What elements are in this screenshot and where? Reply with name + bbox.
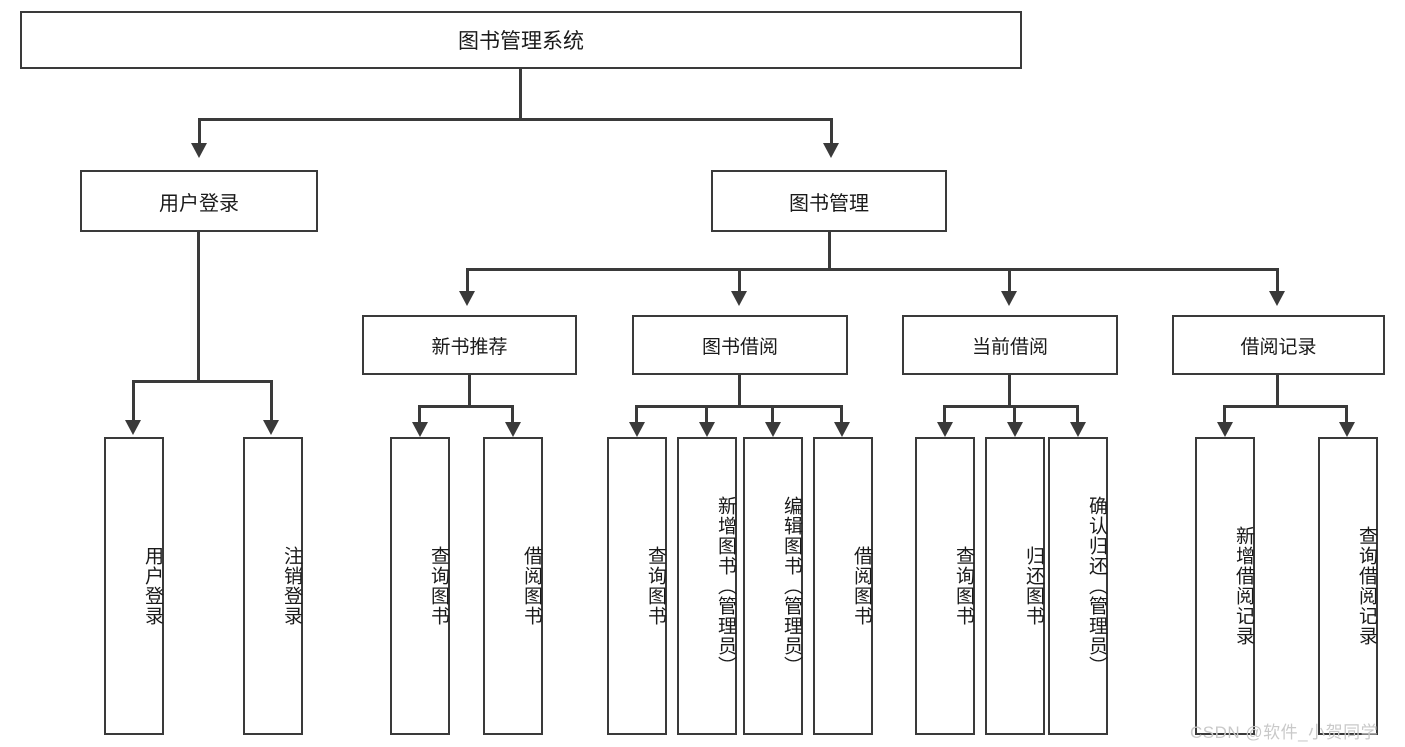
node-label: 新书推荐	[431, 336, 508, 358]
edge-userlogin-down	[197, 232, 200, 382]
node-user-login[interactable]: 用户登录	[80, 170, 318, 232]
node-book-borrow[interactable]: 图书借阅	[632, 315, 848, 375]
node-label: 借阅记录	[1240, 336, 1317, 358]
arrowhead-user-login	[191, 143, 207, 158]
node-book-management[interactable]: 图书管理	[711, 170, 947, 232]
edge-borrowrecord-child-2	[1345, 405, 1348, 425]
node-label: 图书借阅	[701, 336, 778, 358]
arrowhead-currentborrow-child-2	[1007, 422, 1023, 437]
node-borrow-record[interactable]: 借阅记录	[1172, 315, 1385, 375]
arrowhead-newbook-child-1	[412, 422, 428, 437]
leaf-user-login[interactable]: 用户登录	[104, 437, 164, 735]
edge-to-borrow-record	[1276, 268, 1279, 293]
edge-root-bus	[198, 118, 833, 121]
arrowhead-borrowrecord-child-1	[1217, 422, 1233, 437]
edge-bookborrow-bus	[635, 405, 843, 408]
node-current-borrow[interactable]: 当前借阅	[902, 315, 1118, 375]
edge-bookborrow-down	[738, 375, 741, 407]
arrowhead-book-manage	[823, 143, 839, 158]
edge-userlogin-child-1	[132, 380, 135, 422]
leaf-label: 借阅图书	[851, 546, 872, 626]
leaf-query-book-borrow[interactable]: 查询图书	[607, 437, 667, 735]
edge-currentborrow-child-2	[1013, 405, 1016, 425]
leaf-add-book-admin[interactable]: 新增图书（管理员）	[677, 437, 737, 735]
leaf-logout-login[interactable]: 注销登录	[243, 437, 303, 735]
edge-newbook-child-1	[418, 405, 421, 425]
edge-to-new-book	[466, 268, 469, 293]
leaf-label: 查询借阅记录	[1356, 526, 1377, 646]
edge-bookborrow-child-3	[771, 405, 774, 425]
arrowhead-bookborrow-child-4	[834, 422, 850, 437]
node-label: 图书管理	[789, 192, 869, 215]
arrowhead-new-book	[459, 291, 475, 306]
leaf-label: 查询图书	[428, 546, 449, 626]
arrowhead-userlogin-child-2	[263, 420, 279, 435]
edge-to-book-borrow	[738, 268, 741, 293]
leaf-add-borrow-record[interactable]: 新增借阅记录	[1195, 437, 1255, 735]
leaf-query-book-recommend[interactable]: 查询图书	[390, 437, 450, 735]
edge-currentborrow-child-3	[1076, 405, 1079, 425]
leaf-label: 借阅图书	[521, 546, 542, 626]
edge-to-book-manage	[830, 118, 833, 145]
leaf-label: 注销登录	[281, 546, 302, 626]
edge-newbook-down	[468, 375, 471, 407]
edge-userlogin-child-2	[270, 380, 273, 422]
leaf-label: 确认归还（管理员）	[1086, 496, 1107, 676]
edge-newbook-child-2	[511, 405, 514, 425]
arrowhead-borrowrecord-child-2	[1339, 422, 1355, 437]
arrowhead-borrow-record	[1269, 291, 1285, 306]
arrowhead-newbook-child-2	[505, 422, 521, 437]
edge-borrowrecord-child-1	[1223, 405, 1226, 425]
arrowhead-bookborrow-child-3	[765, 422, 781, 437]
edge-borrowrecord-down	[1276, 375, 1279, 407]
edge-bookmgmt-bus	[466, 268, 1278, 271]
edge-to-current-borrow	[1008, 268, 1011, 293]
node-new-book-recommend[interactable]: 新书推荐	[362, 315, 577, 375]
arrowhead-current-borrow	[1001, 291, 1017, 306]
edge-bookborrow-child-4	[840, 405, 843, 425]
leaf-return-book[interactable]: 归还图书	[985, 437, 1045, 735]
arrowhead-bookborrow-child-2	[699, 422, 715, 437]
edge-borrowrecord-bus	[1223, 405, 1348, 408]
leaf-label: 查询图书	[953, 546, 974, 626]
edge-bookmgmt-down	[828, 232, 831, 270]
edge-currentborrow-down	[1008, 375, 1011, 407]
edge-bookborrow-child-1	[635, 405, 638, 425]
edge-to-user-login	[198, 118, 201, 145]
leaf-label: 查询图书	[645, 546, 666, 626]
edge-bookborrow-child-2	[705, 405, 708, 425]
edge-currentborrow-child-1	[943, 405, 946, 425]
arrowhead-book-borrow	[731, 291, 747, 306]
leaf-label: 归还图书	[1023, 546, 1044, 626]
node-label: 用户登录	[159, 192, 239, 215]
leaf-label: 用户登录	[142, 546, 163, 626]
leaf-query-borrow-record[interactable]: 查询借阅记录	[1318, 437, 1378, 735]
leaf-borrow-book-recommend[interactable]: 借阅图书	[483, 437, 543, 735]
arrowhead-bookborrow-child-1	[629, 422, 645, 437]
arrowhead-currentborrow-child-3	[1070, 422, 1086, 437]
arrowhead-userlogin-child-1	[125, 420, 141, 435]
node-label: 当前借阅	[971, 336, 1048, 358]
node-root-system[interactable]: 图书管理系统	[20, 11, 1022, 69]
edge-userlogin-bus	[132, 380, 272, 383]
leaf-label: 编辑图书（管理员）	[781, 496, 802, 676]
arrowhead-currentborrow-child-1	[937, 422, 953, 437]
leaf-query-book-current[interactable]: 查询图书	[915, 437, 975, 735]
leaf-borrow-book[interactable]: 借阅图书	[813, 437, 873, 735]
edge-root-down	[519, 69, 522, 119]
edge-currentborrow-bus	[943, 405, 1078, 408]
leaf-confirm-return-admin[interactable]: 确认归还（管理员）	[1048, 437, 1108, 735]
node-label: 图书管理系统	[458, 30, 584, 53]
leaf-label: 新增图书（管理员）	[715, 496, 736, 676]
watermark: CSDN @软件_小贺同学	[1190, 723, 1379, 742]
edge-newbook-bus	[418, 405, 514, 408]
leaf-edit-book-admin[interactable]: 编辑图书（管理员）	[743, 437, 803, 735]
leaf-label: 新增借阅记录	[1233, 526, 1254, 646]
